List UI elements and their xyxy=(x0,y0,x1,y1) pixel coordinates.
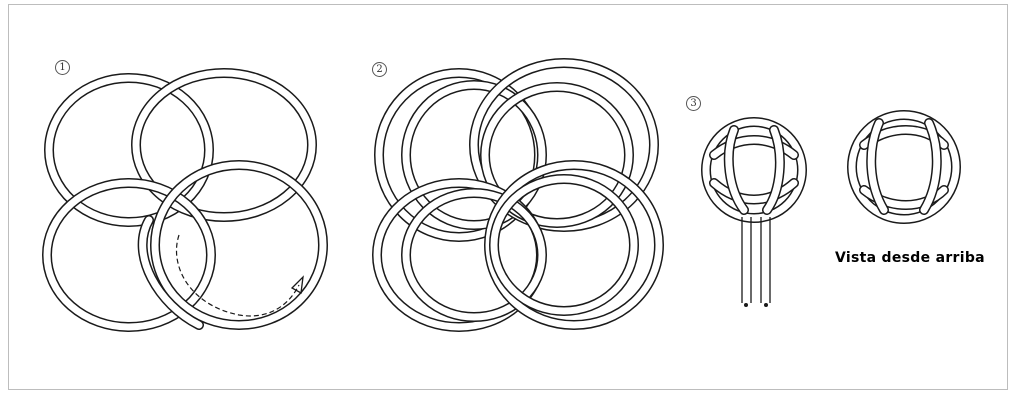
step-3-knot-top-drawing xyxy=(852,115,956,219)
step-3-number: 3 xyxy=(686,96,701,111)
step-2-knot-drawing xyxy=(377,63,659,327)
knot-illustration xyxy=(9,5,1009,391)
caption-top-view: Vista desde arriba xyxy=(835,250,985,266)
step-1-knot-drawing xyxy=(47,73,323,327)
step-3-knot-side-drawing xyxy=(706,122,802,307)
step-1-number: 1 xyxy=(55,60,70,75)
diagram-frame: 1 2 3 Vista desde arriba xyxy=(8,4,1008,390)
step-2-number: 2 xyxy=(372,62,387,77)
